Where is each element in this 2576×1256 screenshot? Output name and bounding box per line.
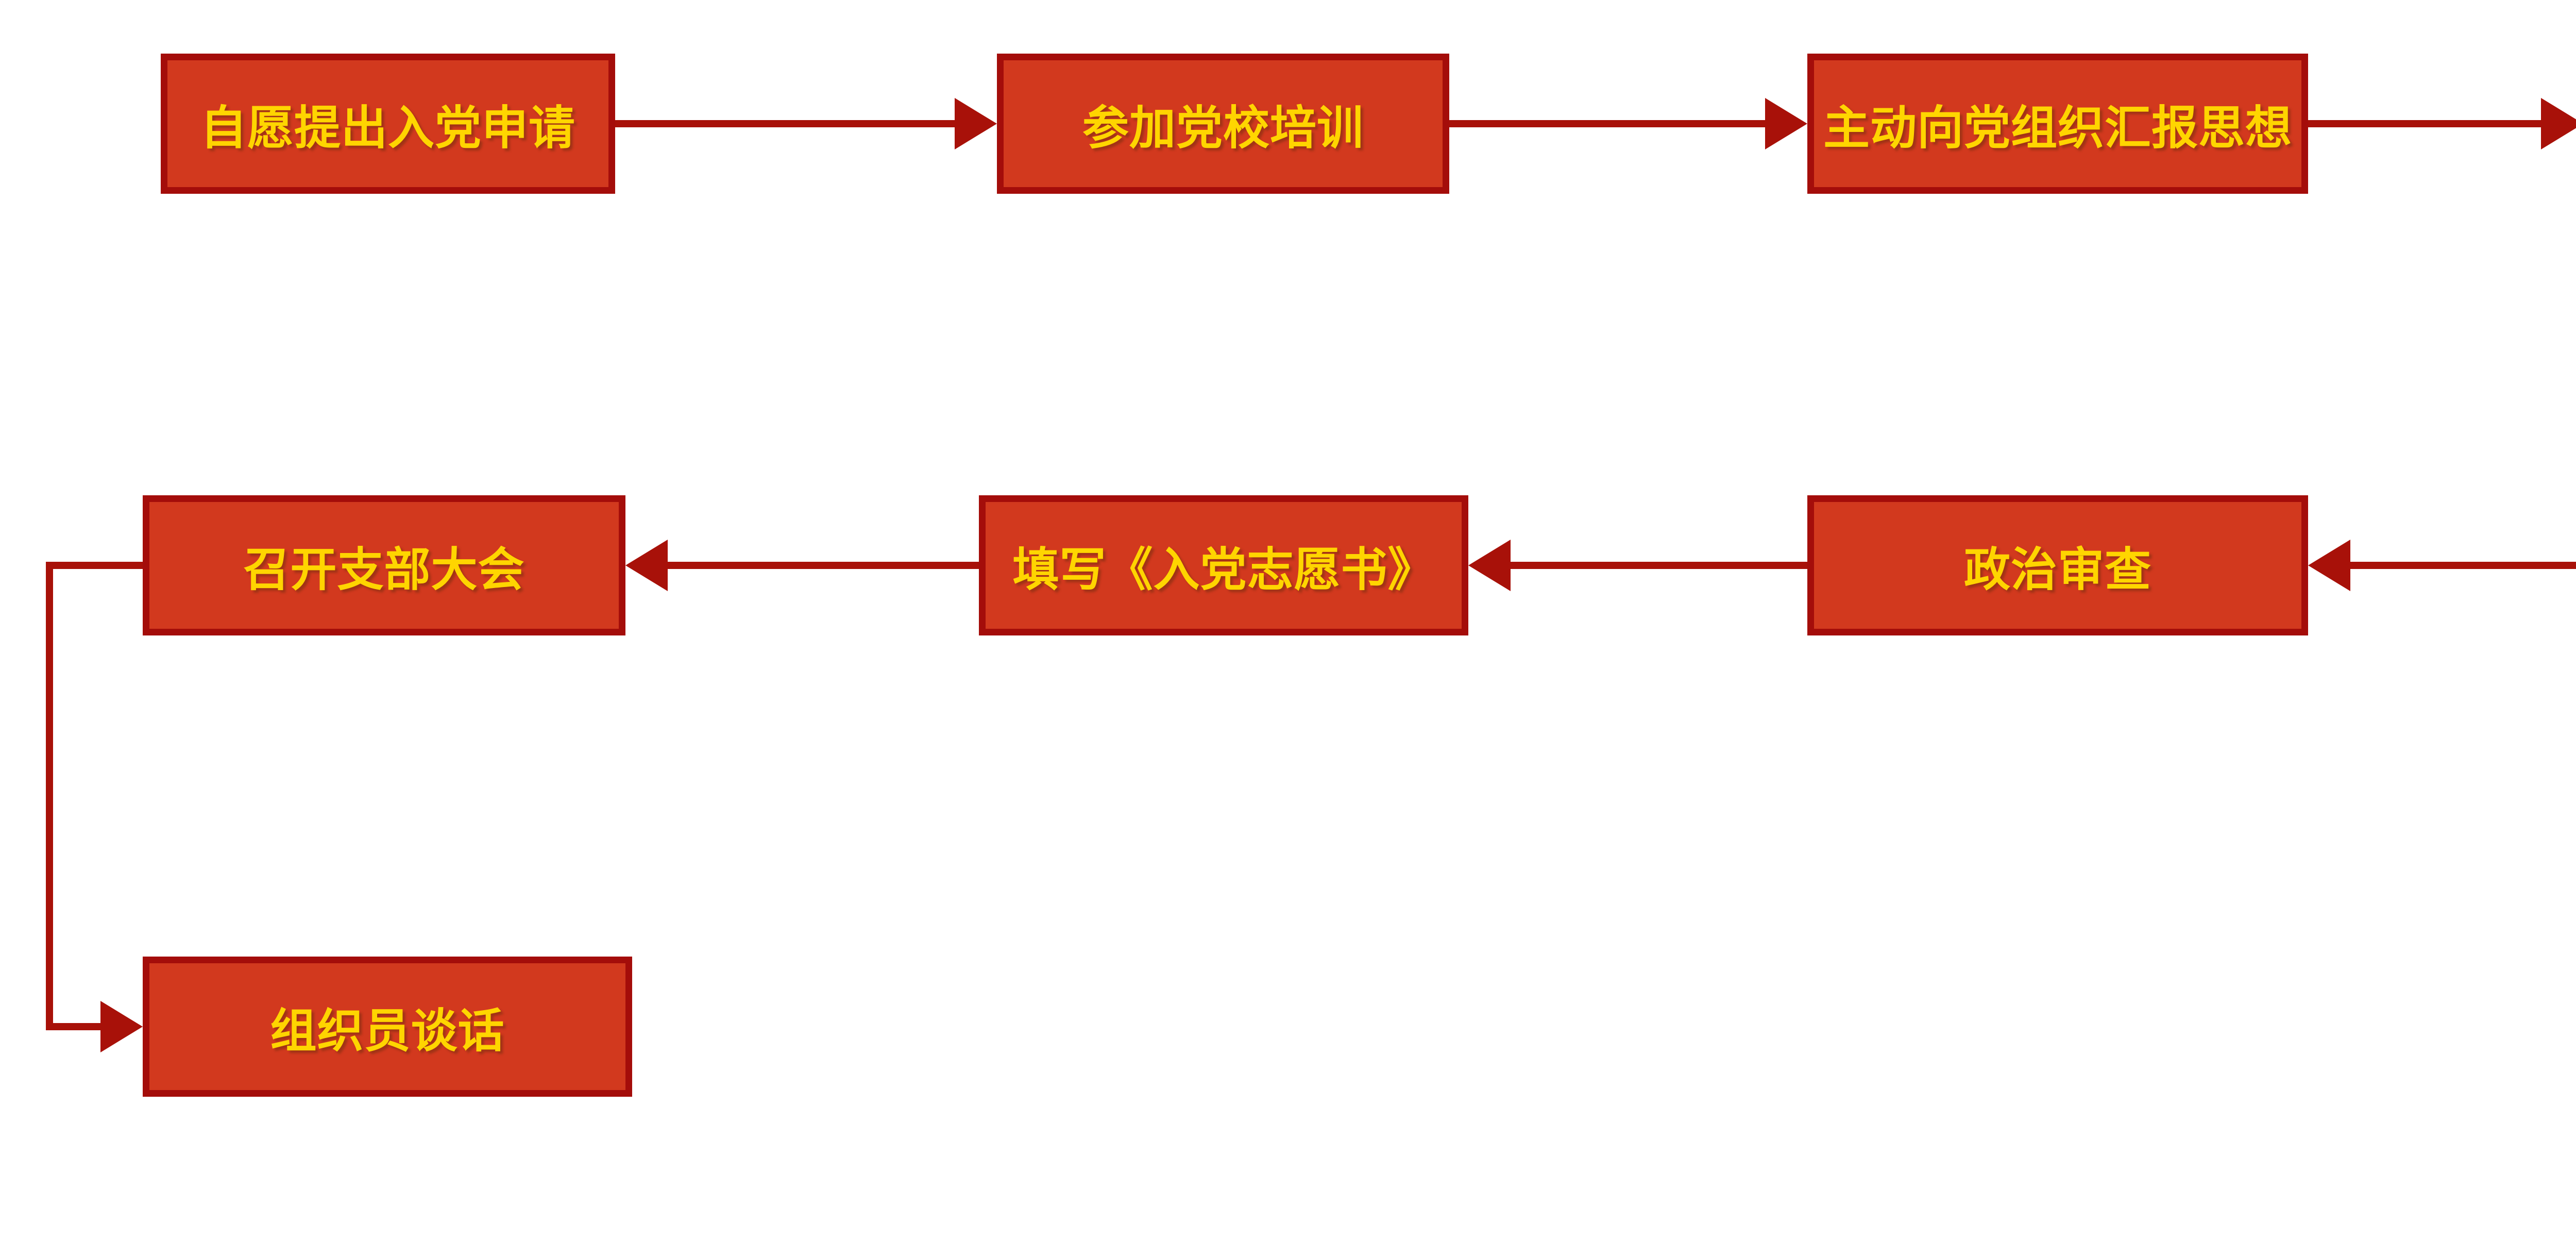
flow-step-volunteer-form: 填写《入党志愿书》 — [979, 495, 1468, 635]
flow-step-apply-label: 自愿提出入党申请 — [200, 103, 575, 154]
flow-step-party-school-training: 参加党校培训 — [997, 54, 1449, 194]
flow-step-organizer-talk: 组织员谈话 — [143, 957, 632, 1097]
edge-meeting-to-talk — [46, 562, 143, 1052]
flow-step-branch-meeting: 召开支部大会 — [143, 495, 625, 635]
edge-apply-to-training — [615, 98, 997, 149]
flow-step-branch-meeting-label: 召开支部大会 — [243, 544, 525, 596]
edge-review-to-form — [1468, 540, 1807, 591]
flow-step-political-review-label: 政治审查 — [1964, 544, 2151, 596]
edge-training-to-report — [1449, 98, 1807, 149]
edge-form-to-meeting — [625, 540, 979, 591]
flow-step-apply: 自愿提出入党申请 — [161, 54, 615, 194]
flow-step-party-school-training-label: 参加党校培训 — [1082, 103, 1364, 154]
flow-step-volunteer-form-label: 填写《入党志愿书》 — [1012, 544, 1435, 596]
edge-observe-to-review — [2308, 540, 2576, 591]
flow-step-political-review: 政治审查 — [1807, 495, 2308, 635]
flow-step-report-thoughts-label: 主动向党组织汇报思想 — [1823, 103, 2292, 154]
flow-step-organizer-talk-label: 组织员谈话 — [270, 1006, 505, 1057]
flow-step-report-thoughts: 主动向党组织汇报思想 — [1807, 54, 2308, 194]
edge-report-to-league — [2308, 98, 2576, 149]
